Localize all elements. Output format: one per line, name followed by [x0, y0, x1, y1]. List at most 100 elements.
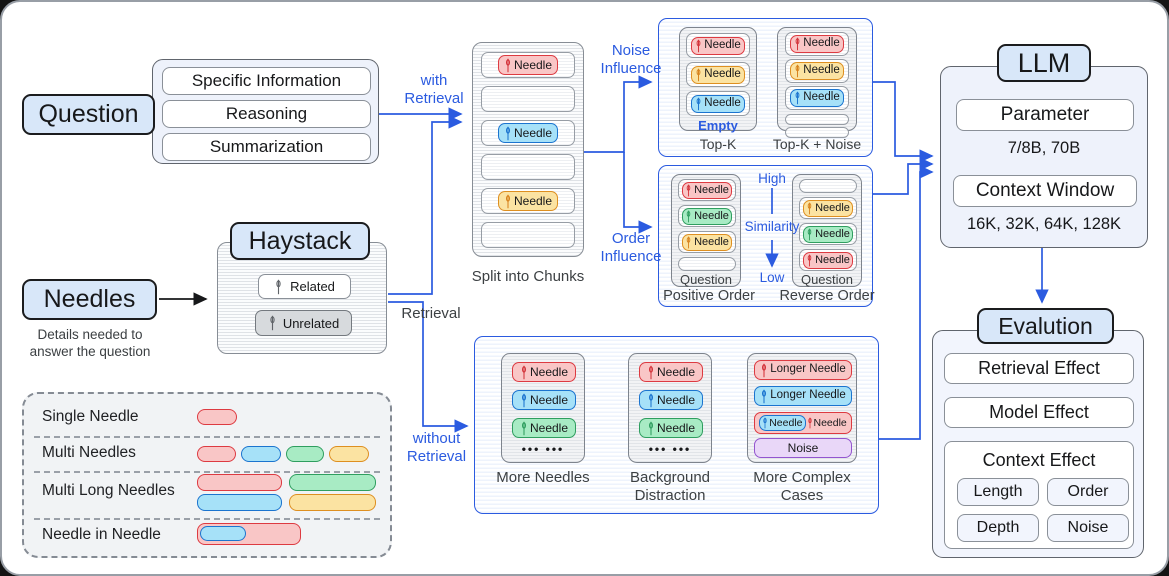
needle-icon	[795, 64, 800, 78]
needle-icon	[795, 91, 800, 105]
chunk-yellow: Needle	[481, 188, 575, 214]
longer-needle-pill-blue: Longer Needle	[754, 386, 852, 406]
edge-order-to-llm	[873, 157, 934, 195]
edge-order-influence	[623, 152, 653, 234]
legend-single-needle-label: Single Needle	[42, 408, 139, 425]
needle-pill-blue: Needle	[639, 390, 703, 410]
needle-pill-red: Needle	[790, 35, 844, 53]
needle-pill-red: Needle	[639, 362, 703, 382]
needle-icon	[648, 393, 654, 407]
haystack-unrelated-pill: Unrelated	[255, 310, 352, 336]
needle-icon	[505, 58, 511, 72]
needle-icon	[686, 236, 691, 248]
similarity-label: Similarity	[744, 219, 800, 234]
legend-long-pill-yellow	[289, 494, 376, 511]
question-footer: Question	[800, 272, 854, 287]
edge-topk-to-llm	[873, 81, 934, 163]
inner-needle-pill-blue: Needle	[759, 415, 806, 431]
context-effect-label: Context Effect	[982, 450, 1096, 470]
needle-icon	[696, 39, 701, 52]
needle-icon	[648, 365, 654, 379]
legend-divider	[34, 436, 380, 438]
ellipsis-dots: ••• •••	[521, 442, 565, 456]
needle-pill-yellow: Needle	[682, 233, 732, 251]
legend-pill-green	[286, 446, 324, 462]
needle-icon	[807, 254, 812, 266]
parameter-values: 7/8B, 70B	[1007, 139, 1081, 157]
chip-noise: Noise	[1047, 514, 1129, 542]
chunk-blue: Needle	[481, 120, 575, 146]
legend-pill-red	[197, 409, 237, 425]
llm-box: Parameter 7/8B, 70B Context Window 16K, …	[940, 66, 1148, 248]
similarity-high-label: High	[758, 171, 786, 186]
needle-pill-red: Needle	[803, 251, 853, 269]
topk-noise-container: Needle Needle Needle	[777, 27, 857, 138]
needle-pill-green: Needle	[803, 225, 853, 243]
needle-pill-red: Needle	[497, 55, 559, 75]
needle-icon	[521, 365, 527, 379]
edge-noise-influence	[584, 75, 653, 153]
needle-icon	[762, 389, 767, 403]
more-complex-container: Longer Needle Longer Needle Needle Needl…	[747, 353, 857, 463]
legend-pill-red	[197, 446, 236, 462]
legend-needle-in-needle-pill	[197, 523, 301, 545]
legend-long-pill-red	[197, 474, 282, 491]
needle-icon	[505, 194, 511, 208]
needle-pill-yellow: Needle	[691, 65, 745, 84]
chunks-box: Needle Needle Needle	[472, 42, 584, 257]
haystack-related-pill: Related	[258, 274, 351, 299]
needle-icon	[505, 126, 511, 140]
needle-pill-red: Needle	[512, 362, 576, 382]
needle-icon	[795, 37, 800, 51]
question-title: Question	[22, 94, 155, 135]
needles-title: Needles	[22, 279, 157, 320]
retrieval-effect-box: Retrieval Effect	[944, 353, 1134, 384]
needle-pill-blue: Needle	[512, 390, 576, 410]
needle-icon	[696, 97, 701, 110]
ellipsis-dots: ••• •••	[648, 442, 692, 456]
llm-title: LLM	[997, 44, 1091, 82]
context-window-values: 16K, 32K, 64K, 128K	[966, 215, 1122, 233]
needle-pill-yellow: Needle	[803, 199, 853, 217]
chip-order: Order	[1047, 478, 1129, 506]
evaluation-title: Evalution	[977, 308, 1114, 344]
question-footer: Question	[679, 272, 733, 287]
topk-label: Top-K	[699, 136, 737, 152]
legend-divider	[34, 518, 380, 520]
question-type-specific-information: Specific Information	[162, 67, 371, 95]
legend-divider	[34, 471, 380, 473]
legend-multi-needles-label: Multi Needles	[42, 444, 136, 461]
retrieval-label: Retrieval	[401, 305, 461, 322]
legend-multi-long-needles-label: Multi Long Needles	[42, 482, 175, 499]
edge-bottom-to-llm	[879, 165, 934, 440]
needle-icon	[686, 184, 691, 196]
order-influence-box: Needle Needle Needle Question Needle Nee…	[658, 165, 875, 307]
needle-in-needle-pill: Needle Needle	[754, 412, 852, 434]
background-distraction-container: Needle Needle Needle ••• •••	[628, 353, 712, 463]
edge-retrieval-up	[388, 115, 463, 295]
empty-label: Empty	[698, 118, 738, 133]
chunk-empty	[481, 86, 575, 112]
chunk-empty	[799, 179, 857, 193]
needle-icon	[521, 393, 527, 407]
needle-icon	[807, 417, 812, 429]
needle-pill-red: Needle	[691, 36, 745, 55]
haystack-title: Haystack	[230, 222, 370, 260]
noise-pill: Noise	[754, 438, 852, 458]
needle-icon	[648, 421, 654, 435]
similarity-low-label: Low	[759, 270, 785, 285]
needles-caption: Details needed to answer the question	[29, 327, 151, 359]
needle-pill-yellow: Needle	[790, 62, 844, 80]
needle-pill-green: Needle	[682, 207, 732, 225]
haystack-box: Related Unrelated	[217, 242, 387, 354]
needle-icon	[696, 68, 701, 81]
context-effect-box: Context Effect Length Order Depth Noise	[944, 441, 1134, 549]
needle-icon	[807, 228, 812, 240]
question-type-summarization: Summarization	[162, 133, 371, 161]
